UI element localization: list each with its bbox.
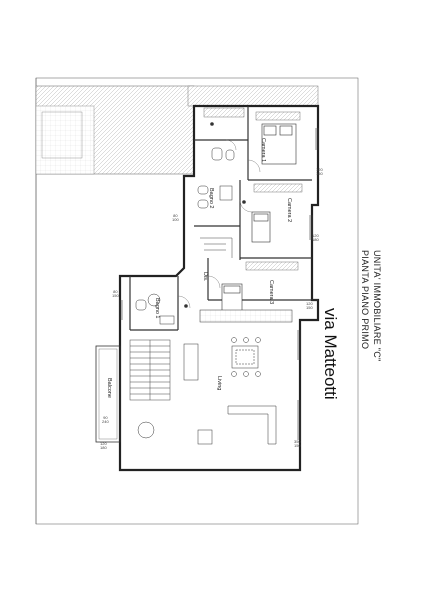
doors <box>177 139 261 309</box>
section-marks <box>184 122 246 308</box>
room-label-bagno-2: Bagno 2 <box>208 188 214 209</box>
bathroom-fixtures <box>135 147 235 325</box>
room-label-camera-1: Camera 1 <box>260 138 266 163</box>
building-walls <box>118 104 320 472</box>
room-label-camera-2: Camera 2 <box>286 198 292 223</box>
windows <box>119 128 319 440</box>
room-label-camera-3: Camera 3 <box>268 280 274 305</box>
interior-walls <box>129 106 318 331</box>
neighbour-terrace <box>35 85 319 175</box>
floor-title: PIANTA PIANO PRIMO <box>360 250 370 350</box>
balcony <box>95 345 121 443</box>
room-label-balcone: Balcone <box>106 378 112 398</box>
unit-title: UNITA' IMMOBILIARE "C" <box>372 250 382 362</box>
staircase <box>129 237 233 401</box>
beds <box>221 123 297 317</box>
wardrobes <box>203 107 303 271</box>
living-furniture <box>137 309 293 445</box>
room-label-dis: Dis. <box>202 272 208 282</box>
street-label: via Matteotti <box>321 308 340 400</box>
room-label-bagno-1: Bagno 1 <box>154 298 160 319</box>
room-label-living: Living <box>216 376 222 391</box>
